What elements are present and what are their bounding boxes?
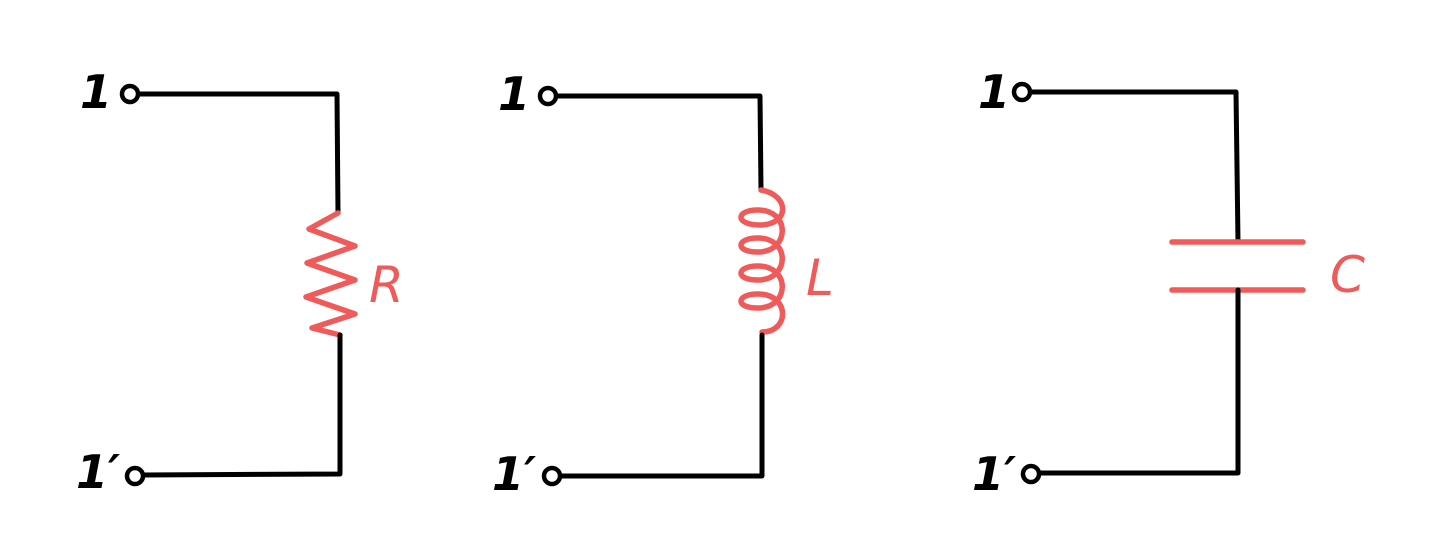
top-wire	[553, 93, 764, 193]
top-terminal[interactable]	[1011, 81, 1033, 103]
bottom-terminal-label: 1′	[972, 447, 1016, 501]
bottom-terminal-label: 1′	[76, 445, 120, 499]
top-terminal[interactable]	[119, 83, 141, 105]
component-label: R	[369, 256, 404, 314]
inductor-symbol	[738, 187, 786, 335]
component-label: C	[1330, 246, 1365, 304]
bottom-terminal-label: 1′	[492, 447, 536, 501]
bottom-wire	[557, 332, 765, 479]
top-terminal-label: 1	[498, 67, 530, 121]
top-wire	[1027, 89, 1241, 245]
bottom-terminal[interactable]	[541, 465, 563, 487]
resistor-symbol	[303, 210, 358, 338]
resistor-circuit: 1 R 1′	[76, 65, 404, 499]
bottom-wire	[140, 332, 343, 478]
bottom-terminal[interactable]	[124, 465, 146, 487]
inductor-circuit: 1 L 1′	[492, 67, 834, 501]
component-label: L	[806, 249, 834, 307]
top-terminal-label: 1	[80, 65, 112, 119]
top-terminal[interactable]	[537, 85, 559, 107]
top-terminal-label: 1	[978, 65, 1010, 119]
bottom-wire	[1036, 287, 1241, 476]
capacitor-circuit: 1 C 1′	[972, 65, 1365, 501]
top-wire	[135, 91, 341, 216]
bottom-terminal[interactable]	[1020, 463, 1042, 485]
